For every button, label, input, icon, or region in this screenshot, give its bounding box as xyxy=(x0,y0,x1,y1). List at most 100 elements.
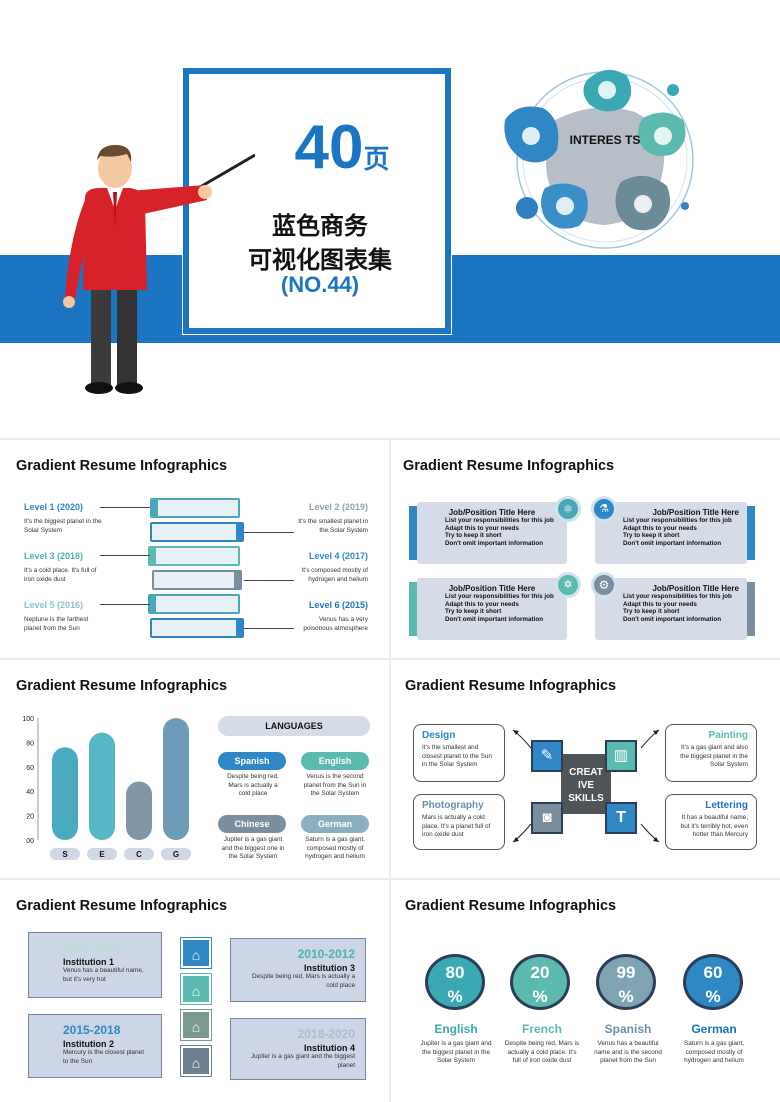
inst-text: Jupiter is a gas giant and the biggest p… xyxy=(250,1053,355,1069)
level-text: It's the biggest planet in the Solar Sys… xyxy=(24,518,102,534)
lang-name: German xyxy=(691,1022,737,1036)
lang-name: Spanish xyxy=(604,1022,652,1036)
job-title: Job/Position Title Here xyxy=(652,584,739,593)
molecule-icon: ✲ xyxy=(555,572,581,598)
skill-painting: Painting It's a gas giant and also the b… xyxy=(665,724,757,782)
level-1: Level 1 (2020)It's the biggest planet in… xyxy=(24,502,102,535)
job-card-4: Job/Position Title Here List your respon… xyxy=(595,578,747,640)
connector xyxy=(100,507,150,508)
lang-text: Jupiter is a gas giant and the biggest p… xyxy=(420,1040,492,1065)
inst-name: Institution 4 xyxy=(304,1043,355,1053)
inst-years: 2012-2015 xyxy=(63,941,121,955)
inst-text: Despite being red, Mars is actually a co… xyxy=(251,973,355,989)
levels-slide: Gradient Resume Infographics Level 1 (20… xyxy=(0,440,389,658)
y-tick-label: 40 xyxy=(26,789,34,796)
inst-text: Mercury is the closest planet to the Sun xyxy=(63,1049,144,1065)
bar xyxy=(163,718,189,840)
lang-text: Venus has a beautiful name and is the se… xyxy=(594,1040,662,1065)
job-title: Job/Position Title Here xyxy=(448,584,536,593)
inst-years: 2010-2012 xyxy=(297,947,355,961)
institution-4: 2018-2020 Institution 4 Jupiter is a gas… xyxy=(230,1018,366,1080)
flask-icon: ⚗ xyxy=(591,496,617,522)
inst-name: Institution 2 xyxy=(63,1039,114,1049)
bar xyxy=(126,781,152,840)
lang-name: English xyxy=(434,1022,478,1036)
skill-photography: Photography Mars is actually a cold plac… xyxy=(413,794,505,850)
bank-icon: ⌂ xyxy=(181,1010,211,1040)
institutions-slide: Gradient Resume Infographics 2012-2015 I… xyxy=(0,880,389,1102)
slide-title: Gradient Resume Infographics xyxy=(405,678,617,694)
lang-english: English xyxy=(301,752,369,770)
connector xyxy=(100,555,150,556)
hero-line2: 可视化图表集 xyxy=(248,246,392,274)
level-label: Level 4 (2017) xyxy=(308,551,368,561)
inst-name: Institution 3 xyxy=(304,963,355,973)
hero-title: 40页 xyxy=(262,112,422,183)
y-tick-label: 00 xyxy=(26,838,34,845)
connector xyxy=(244,532,294,533)
level-3: Level 3 (2018)It's a cold place. It's fu… xyxy=(24,551,102,584)
skill-text: It has a beautiful name, but it's terrib… xyxy=(680,814,748,839)
slide-title: Gradient Resume Infographics xyxy=(403,458,615,474)
slide-title: Gradient Resume Infographics xyxy=(16,678,228,694)
bank-icon: ⌂ xyxy=(181,938,211,968)
inst-years: 2015-2018 xyxy=(63,1023,121,1037)
pct-bubble-french: 20% xyxy=(510,954,570,1010)
book-2 xyxy=(150,522,244,542)
title-box xyxy=(183,68,451,334)
category-pill xyxy=(161,848,191,860)
pct-bubble-spanish: 99% xyxy=(596,954,656,1010)
inst-name: Institution 1 xyxy=(63,957,114,967)
level-text: It's the smallest planet in the Solar Sy… xyxy=(298,518,368,534)
skills-center: CREAT IVE SKILLS xyxy=(561,754,611,814)
level-label: Level 2 (2019) xyxy=(308,502,368,512)
arrows xyxy=(512,729,660,843)
lang-text: Saturn is a gas giant, composed mostly o… xyxy=(304,836,366,861)
percent-slide: Gradient Resume Infographics 80% 20% 99%… xyxy=(391,880,780,1102)
interests-graphic xyxy=(504,69,694,249)
lang-text: Despite being red, Mars is actually a co… xyxy=(227,773,279,798)
hero-slide: 40页 蓝色商务 可视化图表集 (NO.44) xyxy=(0,0,780,438)
book-3 xyxy=(148,546,240,566)
bank-icon: ⌂ xyxy=(181,1046,211,1076)
level-label: Level 6 (2015) xyxy=(308,600,368,610)
level-label: Level 5 (2016) xyxy=(24,600,84,610)
y-tick-label: 100 xyxy=(22,716,34,723)
paint-icon: ▥ xyxy=(605,740,637,772)
book-5 xyxy=(148,594,240,614)
level-6: Level 6 (2015)Venus has a very poisonous… xyxy=(290,600,368,633)
book-1 xyxy=(150,498,240,518)
bar xyxy=(52,747,78,840)
skill-name: Painting xyxy=(708,730,748,741)
skill-design: Design It's the smallest and closest pla… xyxy=(413,724,505,782)
hero-line1: 蓝色商务 xyxy=(272,212,368,240)
slide-title: Gradient Resume Infographics xyxy=(405,898,617,914)
institution-2: 2015-2018 Institution 2 Mercury is the c… xyxy=(28,1014,162,1078)
job-card-1: Job/Position Title Here List your respon… xyxy=(417,502,567,564)
pen-tool-icon: ✎ xyxy=(531,740,563,772)
bank-icon: ⌂ xyxy=(181,974,211,1004)
presenter-illustration xyxy=(63,144,255,394)
camera-icon: ◙ xyxy=(531,802,563,834)
skill-lettering: Lettering It has a beautiful name, but i… xyxy=(665,794,757,850)
level-4: Level 4 (2017)It's composed mostly of hy… xyxy=(290,551,368,584)
level-text: Neptune is the farthest planet from the … xyxy=(24,616,89,632)
lang-chinese: Chinese xyxy=(218,815,286,833)
inst-years: 2018-2020 xyxy=(297,1027,355,1041)
skill-text: It's the smallest and closest planet to … xyxy=(422,744,492,769)
skill-name: Design xyxy=(422,730,456,741)
skill-name: Lettering xyxy=(705,800,748,811)
level-text: It's a cold place. It's full of iron oxi… xyxy=(24,567,97,583)
level-2: Level 2 (2019) It's the smallest planet i… xyxy=(290,502,368,535)
lang-text: Despite being red, Mars is actually a co… xyxy=(504,1040,580,1065)
title-number: 40 xyxy=(294,113,364,182)
institution-1: 2012-2015 Institution 1 Venus has a beau… xyxy=(28,932,162,998)
languages-header: LANGUAGES xyxy=(218,716,370,736)
gear-icon: ⚙ xyxy=(591,572,617,598)
pct-bubble-english: 80% xyxy=(425,954,485,1010)
slide-title: Gradient Resume Infographics xyxy=(16,898,228,914)
lang-name: French xyxy=(521,1022,562,1036)
